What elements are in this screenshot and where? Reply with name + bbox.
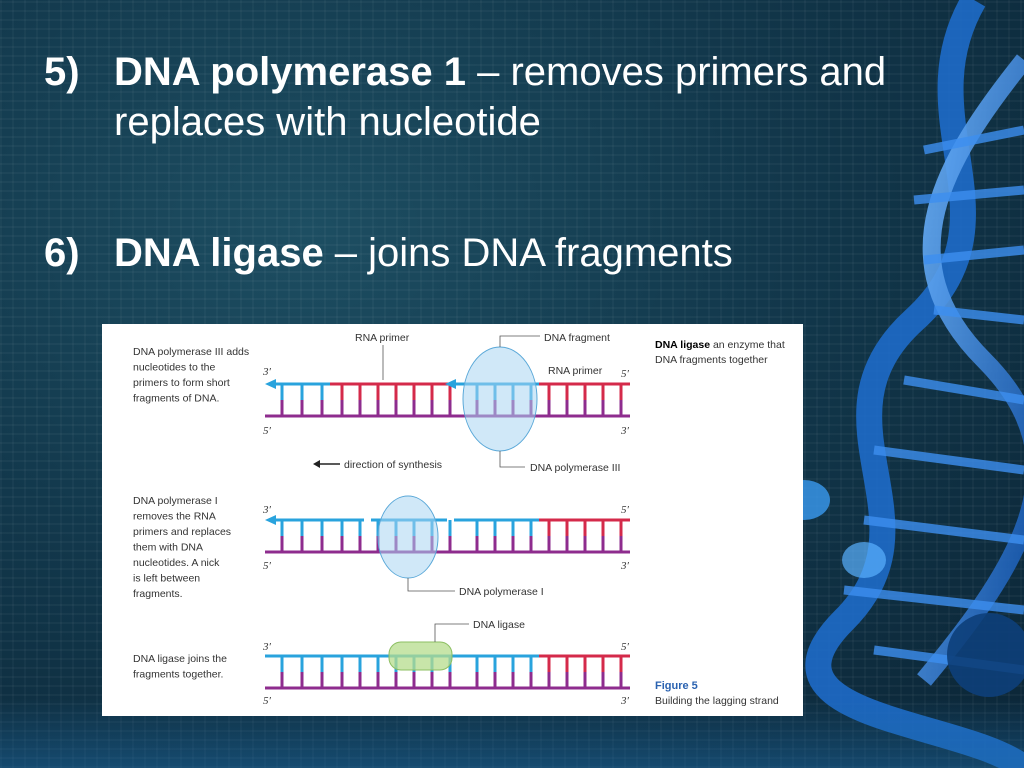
end-label-5prime: 5′ <box>263 560 272 572</box>
definition-line-2: DNA fragments together <box>655 354 768 366</box>
bullet-number: 5) <box>44 50 80 94</box>
definition-line-1: DNA ligase an enzyme that <box>655 339 785 351</box>
step2-description: DNA polymerase I removes the RNA primers… <box>133 495 234 600</box>
figure-diagram: DNA polymerase III adds nucleotides to t… <box>133 332 785 707</box>
label-rna-primer: RNA primer <box>355 332 410 344</box>
label-dna-polymerase-i: DNA polymerase I <box>459 586 544 598</box>
label-dna-polymerase-iii: DNA polymerase III <box>530 462 620 474</box>
step1-description: DNA polymerase III adds nucleotides to t… <box>133 346 252 405</box>
bullet-text: DNA polymerase 1 – removes primers and r… <box>114 47 934 147</box>
bullet-number: 6) <box>44 231 80 275</box>
label-dna-fragment: DNA fragment <box>544 332 610 344</box>
step3-description: DNA ligase joins the fragments together. <box>133 653 230 681</box>
end-label-3prime: 3′ <box>620 425 630 437</box>
bullet-description: – joins DNA fragments <box>323 231 733 275</box>
bullet-term: DNA polymerase 1 <box>114 50 466 94</box>
step3-diagram: 3′ 5′ 5′ 3′ DNA ligase <box>262 619 630 707</box>
end-label-5prime: 5′ <box>621 641 630 653</box>
dna-polymerase-iii-shape <box>462 346 538 452</box>
lagging-strand-figure: DNA polymerase III adds nucleotides to t… <box>102 324 803 716</box>
end-label-3prime: 3′ <box>620 560 630 572</box>
bullet-description: – removes primers and replaces with nucl… <box>114 50 887 144</box>
end-label-5prime: 5′ <box>263 695 272 707</box>
end-label-5prime: 5′ <box>263 425 272 437</box>
dna-ligase-shape <box>388 641 453 671</box>
figure-number: Figure 5 <box>655 680 698 692</box>
figure-caption: Building the lagging strand <box>655 695 779 707</box>
dna-helix-decoration <box>726 0 1024 768</box>
end-label-3prime: 3′ <box>262 504 272 516</box>
step2-diagram: 3′ 5′ 5′ 3′ DNA polymerase I <box>262 495 630 598</box>
end-label-3prime: 3′ <box>262 366 272 378</box>
end-label-5prime: 5′ <box>621 368 630 380</box>
dna-polymerase-i-shape <box>377 495 439 579</box>
end-label-3prime: 3′ <box>620 695 630 707</box>
end-label-3prime: 3′ <box>262 641 272 653</box>
definition-term: DNA ligase <box>655 339 710 351</box>
definition-rest: an enzyme that <box>710 339 785 351</box>
label-direction-of-synthesis: direction of synthesis <box>344 459 442 471</box>
end-label-5prime: 5′ <box>621 504 630 516</box>
bullet-term: DNA ligase <box>114 231 324 275</box>
bullet-text: DNA ligase – joins DNA fragments <box>114 228 733 278</box>
step1-diagram: 3′ 5′ 5′ 3′ RNA primer DNA frag <box>262 332 630 474</box>
label-dna-ligase: DNA ligase <box>473 619 525 631</box>
label-rna-primer-right: RNA primer <box>548 365 603 377</box>
